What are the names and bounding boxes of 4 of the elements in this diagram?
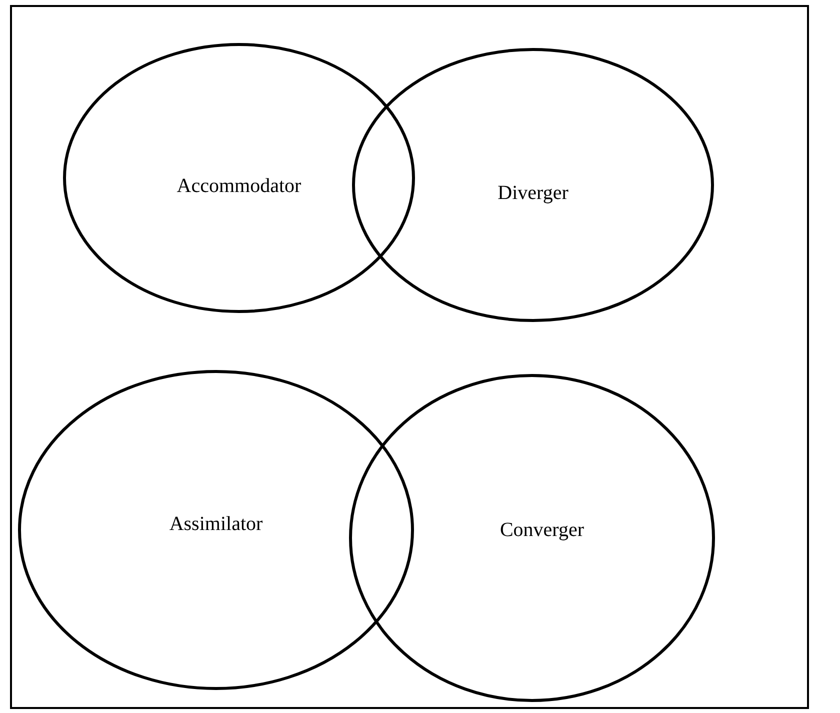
node-label: Diverger [498,181,568,206]
node-label: Accommodator [176,174,302,199]
node-label: Converger [500,518,584,543]
node-label: Assimilator [169,512,263,537]
